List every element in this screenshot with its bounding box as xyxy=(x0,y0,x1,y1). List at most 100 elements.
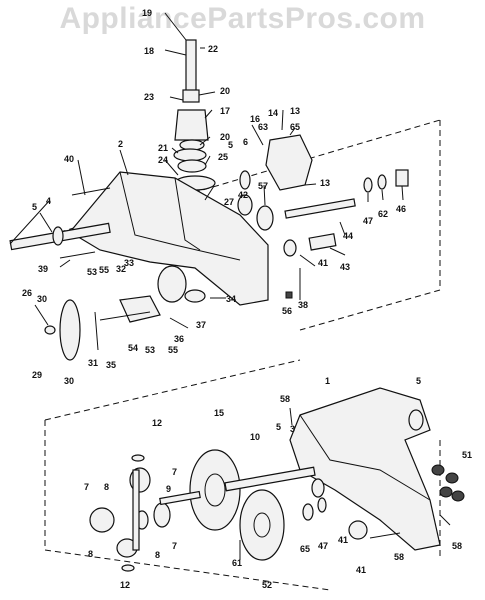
callout-35: 33 xyxy=(124,258,134,268)
washer-49b xyxy=(317,497,327,513)
callout-2: 2 xyxy=(118,139,123,149)
housing-2 xyxy=(69,171,269,306)
callout-30: 30 xyxy=(37,294,47,304)
callout-38: 36 xyxy=(174,334,184,344)
bearing-43 xyxy=(283,239,297,257)
nut-51b xyxy=(445,472,459,484)
callout-43: 41 xyxy=(318,258,328,268)
callout-18: 18 xyxy=(144,46,154,56)
shaft-46 xyxy=(284,198,356,219)
callout-52: 52 xyxy=(262,580,272,590)
callout-13b: 13 xyxy=(320,178,330,188)
callout-3: 3 xyxy=(290,424,295,434)
callout-62: 63 xyxy=(258,122,268,132)
callout-33: 31 xyxy=(88,358,98,368)
pin-33 xyxy=(94,311,99,351)
disc-35 xyxy=(157,265,187,303)
callout-5l: 5 xyxy=(416,376,421,386)
callout-41: 39 xyxy=(38,264,48,274)
stub-shaft xyxy=(159,490,201,506)
housing-2-rib2 xyxy=(174,177,201,251)
washer-12 xyxy=(131,454,145,462)
callout-5u: 5 xyxy=(228,140,233,150)
callout-24: 21 xyxy=(158,143,168,153)
callout-47: 46 xyxy=(396,204,406,214)
callout-6: 6 xyxy=(243,137,248,147)
callout-12b: 12 xyxy=(120,580,130,590)
callout-58c: 58 xyxy=(452,541,462,551)
callout-14: 14 xyxy=(268,108,278,118)
spring-39 xyxy=(184,289,206,303)
callout-44: 42 xyxy=(238,190,248,200)
callout-56: 56 xyxy=(282,306,292,316)
callout-21: 17 xyxy=(220,106,230,116)
callout-42: 40 xyxy=(64,154,74,164)
callout-60: 62 xyxy=(378,209,388,219)
bearing-43b xyxy=(348,520,368,540)
bolt-29 xyxy=(34,304,49,326)
washer-60 xyxy=(377,174,387,190)
callout-53b: 53 xyxy=(145,345,155,355)
callout-55: 54 xyxy=(128,343,138,353)
bearing-63 xyxy=(302,503,314,521)
callout-26: 23 xyxy=(144,92,154,102)
callout-27: 24 xyxy=(158,155,168,165)
nut-51d xyxy=(451,490,465,502)
callout-65: 65 xyxy=(290,122,300,132)
watermark: AppliancePartsPros.com xyxy=(59,2,426,35)
callout-4: 4 xyxy=(46,196,51,206)
gear-23 xyxy=(177,159,207,173)
callout-7b: 7 xyxy=(172,541,177,551)
callout-34: 32 xyxy=(116,264,126,274)
callout-25: 22 xyxy=(208,44,218,54)
callout-15: 10 xyxy=(250,432,260,442)
callout-63: 65 xyxy=(300,544,310,554)
callout-10: 9 xyxy=(166,484,171,494)
callout-1: 1 xyxy=(325,376,330,386)
callout-61: 61 xyxy=(232,558,242,568)
washer-49 xyxy=(363,177,373,193)
callout-58b: 58 xyxy=(394,552,404,562)
gear-52-hub xyxy=(253,512,271,538)
bolt-42 xyxy=(71,187,111,196)
gear-45 xyxy=(308,233,337,251)
gear-16-hub xyxy=(204,473,226,507)
callout-17: 16 xyxy=(250,114,260,124)
callout-43b: 41 xyxy=(338,535,348,545)
callout-51: 51 xyxy=(462,450,472,460)
callout-7: 7 xyxy=(84,482,89,492)
nut-56 xyxy=(285,291,293,299)
pin-58b xyxy=(369,532,401,539)
housing-1-rib xyxy=(299,414,431,501)
callout-46: 44 xyxy=(343,231,353,241)
washer-12b xyxy=(121,564,135,572)
callout-12: 12 xyxy=(152,418,162,428)
callout-13: 13 xyxy=(290,106,300,116)
callout-9b: 8 xyxy=(155,550,160,560)
housing-2-rib xyxy=(119,171,241,261)
callout-43c: 41 xyxy=(356,565,366,575)
pin-58c xyxy=(439,514,451,526)
callout-45: 43 xyxy=(340,262,350,272)
callout-54: 57 xyxy=(258,181,268,191)
callout-8: 7 xyxy=(172,467,177,477)
bearing-5b xyxy=(408,409,424,431)
callout-57b: 55 xyxy=(168,345,178,355)
callout-39: 37 xyxy=(196,320,206,330)
callout-53: 53 xyxy=(87,267,97,277)
callout-31: 29 xyxy=(32,370,42,380)
bearing-6 xyxy=(239,170,251,190)
callout-22b: 20 xyxy=(220,132,230,142)
callout-9: 8 xyxy=(104,482,109,492)
gear-52 xyxy=(239,489,285,561)
callout-58: 58 xyxy=(280,394,290,404)
nut-51c xyxy=(439,486,453,498)
bracket-21 xyxy=(174,109,209,141)
callout-29: 26 xyxy=(22,288,32,298)
callout-8b: 8 xyxy=(88,549,93,559)
callout-32: 30 xyxy=(64,376,74,386)
nut-51a xyxy=(431,464,445,476)
callout-20: 27 xyxy=(224,197,234,207)
